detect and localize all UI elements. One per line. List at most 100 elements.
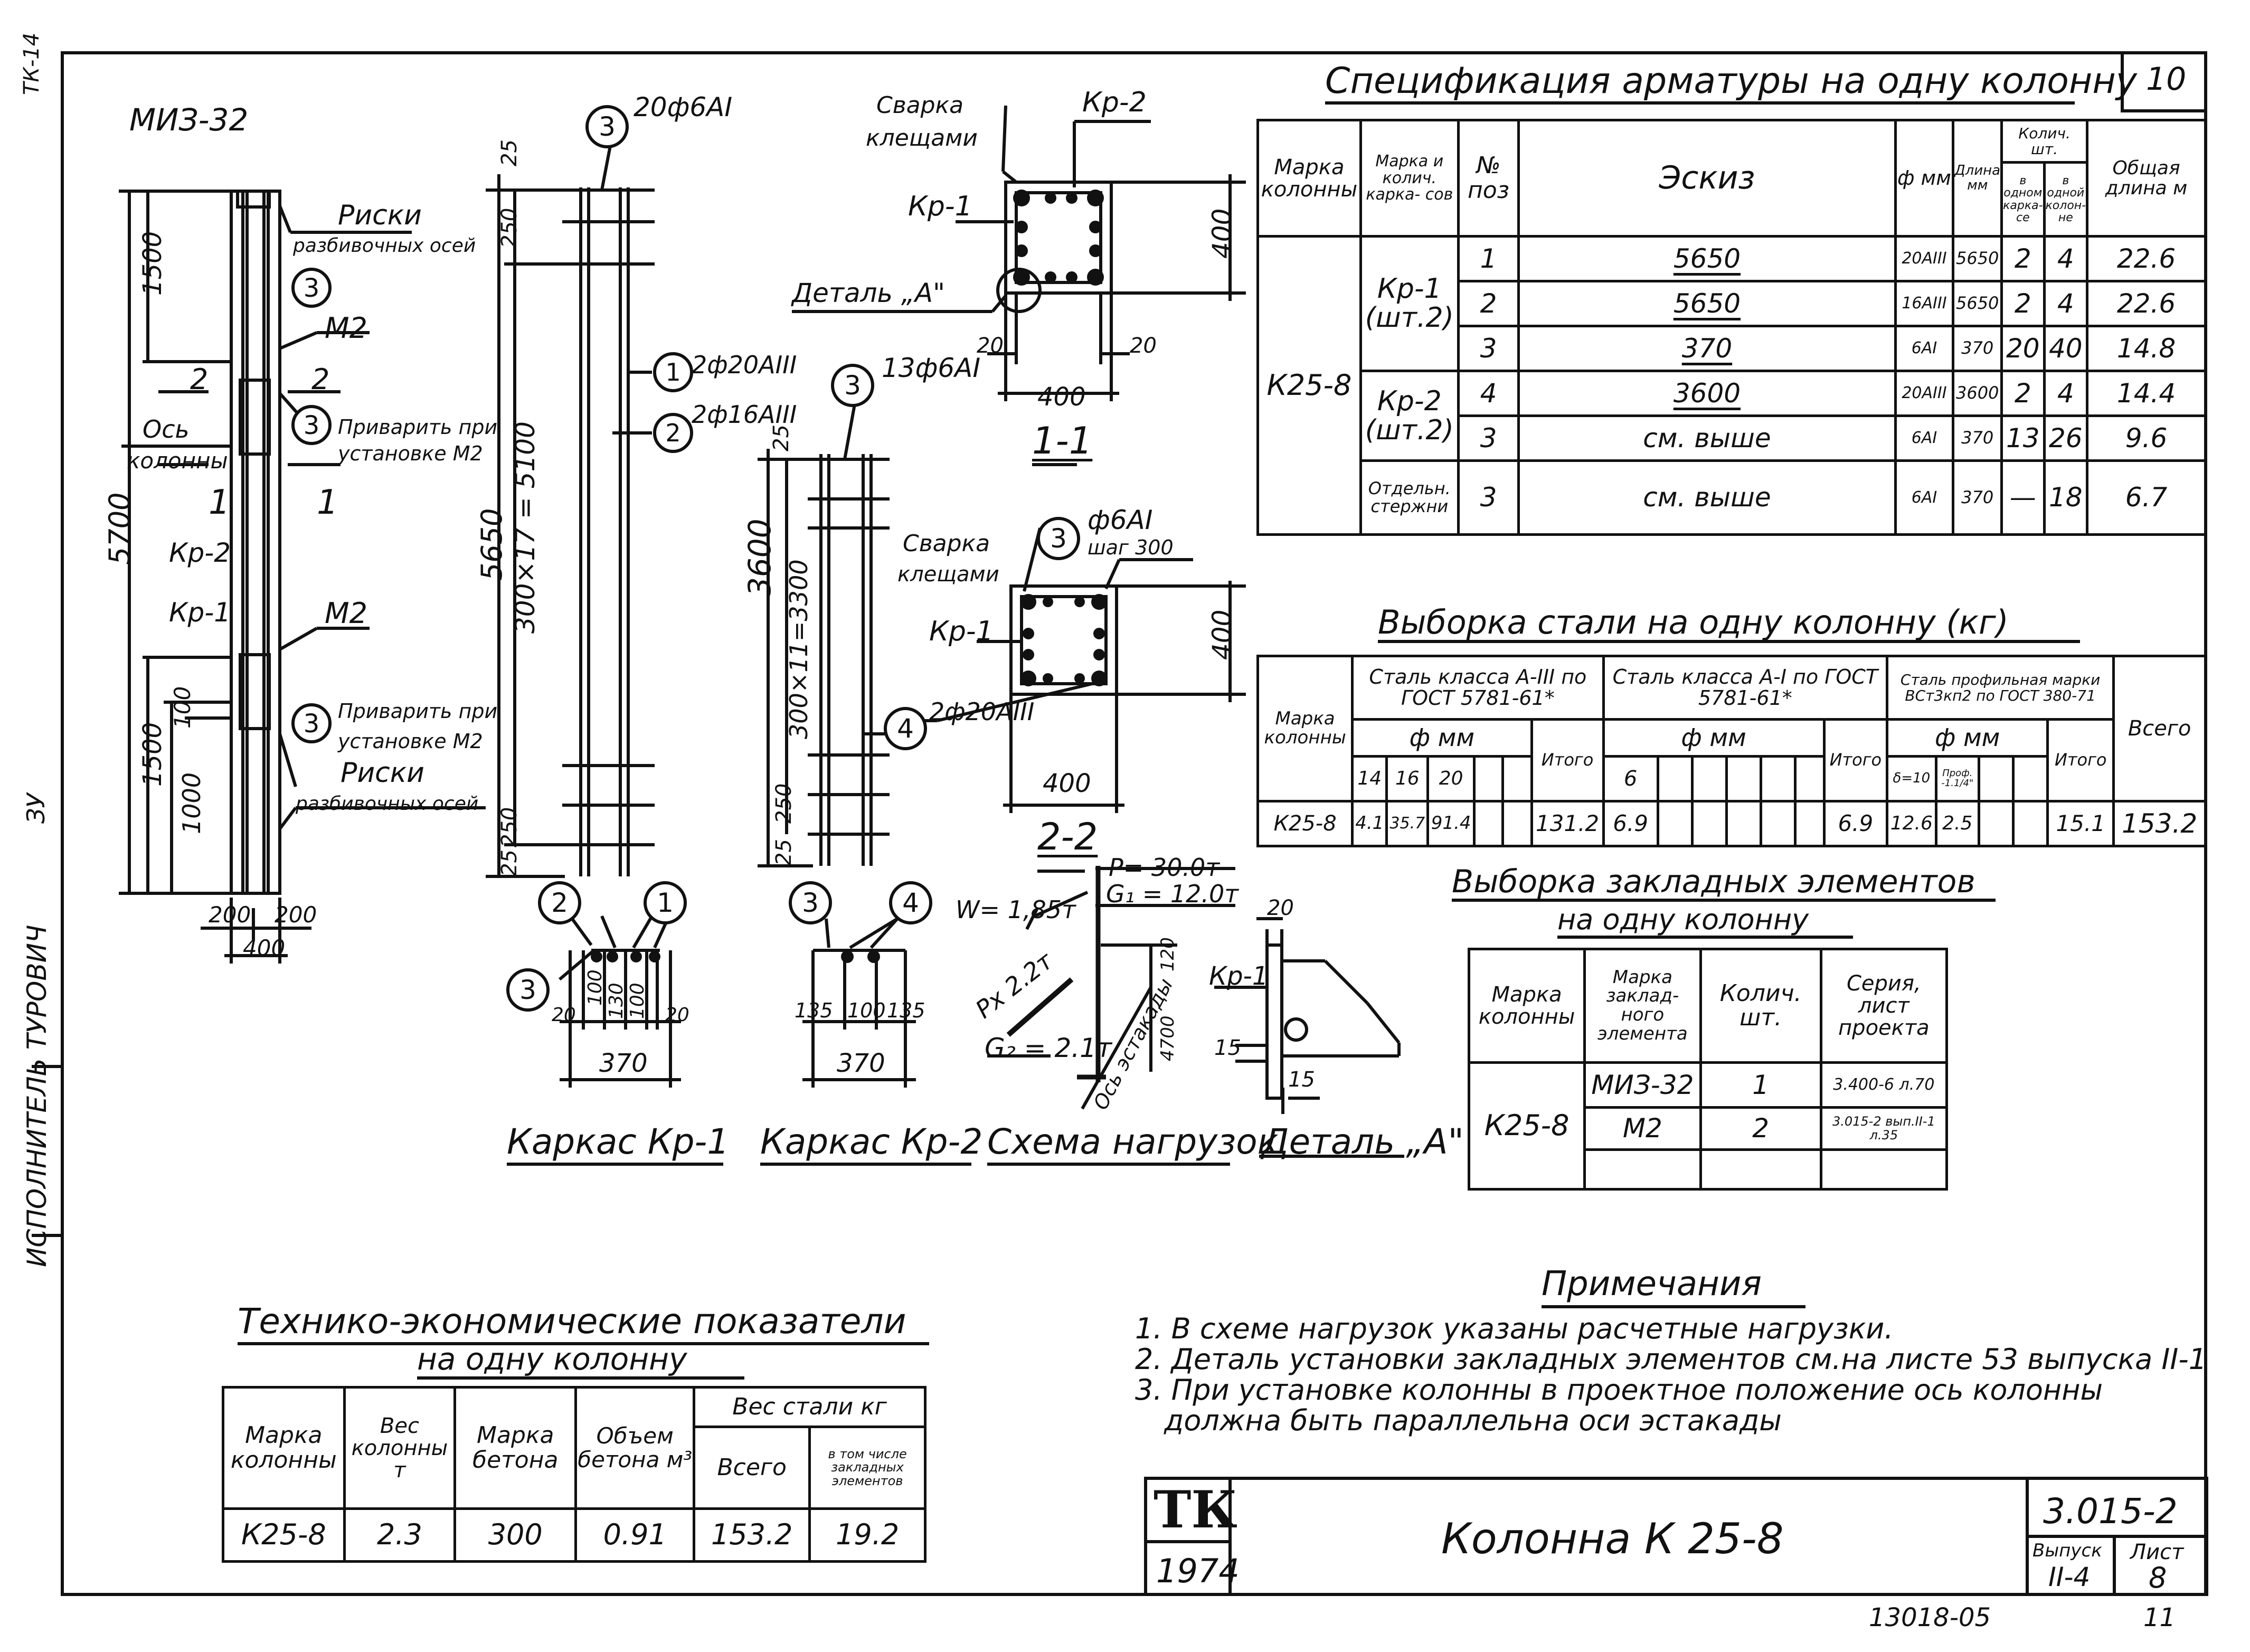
load-scheme-lines xyxy=(987,866,1235,1110)
h-a1: Сталь класса А-I по ГОСТ 5781-61* xyxy=(1602,655,1889,721)
cell-q1: — xyxy=(2000,459,2046,536)
bar2-label: 2ф16АIII xyxy=(692,400,797,429)
side-code-2: ЗУ xyxy=(22,793,50,824)
cell-d: 16АIII xyxy=(1894,280,1955,327)
h-total: Всего xyxy=(693,1426,811,1510)
callout-3: 3 xyxy=(844,370,861,401)
stamp-year: 1974 xyxy=(1156,1552,1240,1590)
weld-label-2: клещами xyxy=(897,562,999,587)
cell-mark: К25-8 xyxy=(1467,1061,1586,1191)
dim-400: 400 xyxy=(243,935,286,961)
miz-label: МИЗ-32 xyxy=(129,102,249,138)
cell-total: 14.4 xyxy=(2086,370,2207,417)
cell: 0.91 xyxy=(574,1507,696,1563)
section-1-1-lines xyxy=(792,105,1246,466)
cell: 4.1 xyxy=(1351,800,1388,847)
embedded-table: Марка колонны Марка заклад- ного элемент… xyxy=(1467,948,1949,1191)
h-total: Общая длина м xyxy=(2086,119,2207,238)
note-2: 2. Деталь установки закладных элементов … xyxy=(1135,1343,2207,1376)
h-mark: Марка колонны xyxy=(222,1386,346,1510)
section-title: 1-1 xyxy=(1032,419,1093,462)
dim-25-bot: 25 xyxy=(772,839,796,866)
spec-table: Марка колонны Марка и колич. карка- сов … xyxy=(1256,119,2207,536)
dim-400-v: 400 xyxy=(1207,609,1237,660)
group-mark: Кр-1 (шт.2) xyxy=(1359,235,1460,372)
cell-q2: 4 xyxy=(2043,235,2089,282)
stamp-tk: ТК xyxy=(1154,1480,1237,1540)
dim-100: 100 xyxy=(169,686,195,729)
page-note: 11 xyxy=(2143,1603,2176,1632)
cell-q2: 40 xyxy=(2043,325,2089,372)
cell-qty: 1 xyxy=(1699,1061,1822,1109)
kr2-label: Кр-2 xyxy=(1082,87,1147,118)
embedded-title-2: на одну колонну xyxy=(1557,903,1809,936)
bar4-label: 2ф20АIII xyxy=(929,697,1035,726)
cell: 91.4 xyxy=(1426,800,1476,847)
cell-sketch: 370 xyxy=(1681,333,1733,364)
stamp-title: Колонна К 25-8 xyxy=(1441,1514,1784,1563)
cell-series: 3.015-2 вып.II-1 л.35 xyxy=(1819,1106,1949,1151)
h-series: Серия, лист проекта xyxy=(1819,948,1949,1064)
h-prof: Сталь профильная марки ВСт3кп2 по ГОСТ 3… xyxy=(1886,655,2115,721)
h-itogo: Итого xyxy=(2046,718,2115,803)
cell-q2: 4 xyxy=(2043,370,2089,417)
dim-1: 135 xyxy=(795,999,833,1022)
h-concrete: Марка бетона xyxy=(453,1386,578,1510)
h-mark: Марка колонны xyxy=(1467,948,1586,1064)
sheet-number: 10 xyxy=(2146,61,2187,98)
callout-circles xyxy=(291,105,1080,1012)
cell-len: 3600 xyxy=(1952,370,2003,417)
spec-title: Спецификация арматуры на одну колонну xyxy=(1325,60,2138,102)
cell-q1: 2 xyxy=(2000,280,2046,327)
kr1-elevation-lines xyxy=(486,134,655,878)
riski-top-1: Риски xyxy=(338,200,422,231)
table-row: 2 5650 16АIII 5650 2 4 22.6 xyxy=(1258,280,2207,327)
dim-5: 20 xyxy=(665,1004,689,1026)
detail-a-lines xyxy=(1214,917,1404,1158)
callout-3: 3 xyxy=(802,888,819,918)
dim-1: 20 xyxy=(552,1004,576,1026)
dim-250: 250 xyxy=(772,783,796,824)
h-prof-d: Проф. -1.1/4" xyxy=(1934,755,1980,803)
cell-q2: 26 xyxy=(2043,414,2089,462)
h-fmm: ф мм xyxy=(1602,718,1826,758)
kr1-label: Кр-1 xyxy=(169,597,231,628)
dim-5100: 300×17 = 5100 xyxy=(510,421,541,634)
callout-3-bottom: 3 xyxy=(303,709,320,739)
dim-25-bot: 25 xyxy=(497,849,522,876)
sec1-left: 1 xyxy=(209,483,230,522)
stamp-list-label: Лист xyxy=(2130,1540,2184,1564)
dim-3600: 3600 xyxy=(742,518,778,597)
archive-number: 13018-05 xyxy=(1869,1603,1991,1632)
h-sketch: Эскиз xyxy=(1517,119,1897,238)
dim-200-left: 200 xyxy=(209,902,251,928)
h-d: ф мм xyxy=(1894,119,1955,238)
h-itogo: Итого xyxy=(1822,718,1889,803)
cell: 19.2 xyxy=(808,1507,927,1563)
cell-element: М2 xyxy=(1583,1106,1702,1151)
section-2-2-lines xyxy=(921,527,1246,873)
dim-1500-top: 1500 xyxy=(138,231,167,296)
note-3: 3. При установке колонны в проектное пол… xyxy=(1135,1373,2103,1406)
cell-pos: 4 xyxy=(1457,370,1520,417)
callout-3: 3 xyxy=(1050,523,1067,554)
weld-label-1: Сварка xyxy=(876,92,964,119)
cell-pos: 3 xyxy=(1457,325,1520,372)
h-fmm: ф мм xyxy=(1351,718,1533,758)
weld-top-1: Приварить при xyxy=(338,416,498,439)
h-qty: Колич. шт. xyxy=(2000,119,2089,164)
cell-pos: 2 xyxy=(1457,280,1520,327)
cell-total: 153.2 xyxy=(2112,800,2207,847)
h-mark: Марка колонны xyxy=(1256,655,1354,803)
sec2-right: 2 xyxy=(311,363,330,396)
cell-qty: 2 xyxy=(1699,1106,1822,1151)
cell-total: 22.6 xyxy=(2086,235,2207,282)
h-steel: Вес стали кг xyxy=(693,1386,927,1428)
cell-total: 22.6 xyxy=(2086,280,2207,327)
cell-len: 5650 xyxy=(1952,280,2003,327)
dim-5650: 5650 xyxy=(475,508,508,581)
callout-2: 2 xyxy=(665,419,681,447)
dim-4700: 4700 xyxy=(1157,1015,1178,1061)
steel-table: Марка колонны Сталь класса А-III по ГОСТ… xyxy=(1256,655,2207,847)
